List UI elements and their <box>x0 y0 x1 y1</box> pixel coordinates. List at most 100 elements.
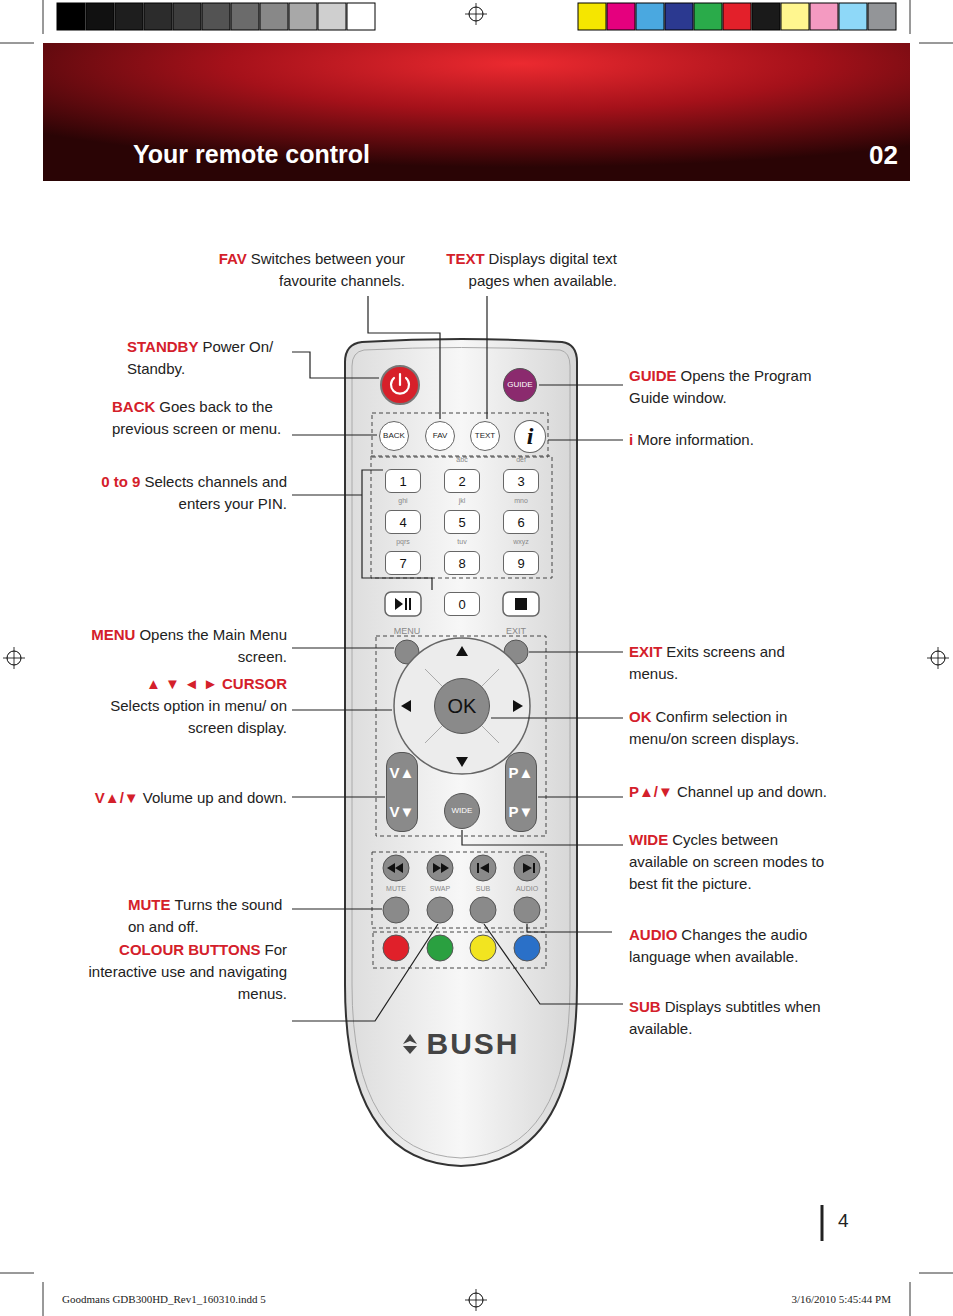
media-button <box>503 592 539 616</box>
button-label: i <box>527 423 534 450</box>
page-number: 4 <box>838 1211 849 1232</box>
button-label: 4 <box>399 516 406 529</box>
callout-description: Channel up and down. <box>677 783 827 800</box>
cursor-arrow <box>513 700 523 712</box>
button-group-box <box>373 932 546 968</box>
callout-keyword: 0 to 9 <box>101 473 140 490</box>
key-letters: ghi <box>398 497 407 505</box>
button-label: V▼ <box>390 804 415 819</box>
remote-button: 1 <box>385 469 421 493</box>
leader-line <box>484 924 623 1004</box>
crop-mark <box>910 1282 911 1316</box>
callout-keyword: STANDBY <box>127 338 198 355</box>
colour-button <box>383 935 409 961</box>
callout-description: Selects channels and enters your PIN. <box>144 473 287 512</box>
crop-mark <box>919 1273 953 1274</box>
button-label: TEXT <box>475 432 495 440</box>
button-group-box <box>372 852 546 928</box>
calibration-swatch <box>144 3 172 30</box>
remote-button: i <box>514 420 546 453</box>
callout: MENUOpens the Main Menu screen. <box>88 624 287 668</box>
button-label: BACK <box>383 432 405 440</box>
button-caption: EXIT <box>506 627 526 637</box>
remote-button: V▲V▼ <box>386 752 418 832</box>
leader-line <box>292 709 392 710</box>
callout: MUTETurns the sound on and off. <box>128 894 290 938</box>
calibration-swatch <box>202 3 230 30</box>
leader-line <box>292 796 385 797</box>
transport-button <box>383 855 409 881</box>
leader-line <box>529 651 623 652</box>
callout: TEXTDisplays digital text pages when ava… <box>424 248 617 292</box>
cursor-arrow <box>456 646 468 656</box>
callout: EXITExits screens and menus. <box>629 641 834 685</box>
button-group-box <box>372 413 548 457</box>
leader-line <box>538 796 623 797</box>
callout: iMore information. <box>629 429 834 451</box>
callout-keyword: FAV <box>219 250 247 267</box>
remote-button: 5 <box>444 510 480 534</box>
callout: FAVSwitches between your favourite chann… <box>212 248 405 292</box>
page-bar <box>821 1205 824 1241</box>
remote-button: FAV <box>425 421 455 451</box>
crop-mark <box>919 43 953 44</box>
calibration-swatch <box>665 3 693 30</box>
calibration-swatch <box>636 3 664 30</box>
media-button <box>385 592 421 616</box>
remote-button: OK <box>434 678 490 734</box>
play-pause-icon <box>395 598 411 610</box>
callout: P▲/▼Channel up and down. <box>629 781 834 803</box>
crop-mark <box>0 43 34 44</box>
remote-button: 9 <box>503 551 539 575</box>
calibration-swatch <box>86 3 114 30</box>
crop-mark <box>0 1273 34 1274</box>
remote-button: 7 <box>385 551 421 575</box>
callout: V▲/▼Volume up and down. <box>88 787 287 809</box>
slug-text: 3/16/2010 5:45:44 PM <box>791 1293 891 1305</box>
button-label: 2 <box>458 475 465 488</box>
button-caption: MENU <box>394 627 421 637</box>
calibration-swatch <box>752 3 780 30</box>
callout-keyword: WIDE <box>629 831 668 848</box>
button-label: 6 <box>517 516 524 529</box>
leader-line <box>548 439 623 440</box>
callout-keyword: V▲/▼ <box>95 789 139 806</box>
button-caption: MUTE <box>386 885 406 893</box>
remote-body-inner <box>352 348 570 1159</box>
callout: WIDECycles between available on screen m… <box>629 829 834 895</box>
calibration-swatch <box>810 3 838 30</box>
registration-line <box>14 647 15 669</box>
brand-mark <box>403 1034 417 1054</box>
button-label: 0 <box>458 598 465 611</box>
transport-button <box>514 855 540 881</box>
button-group-box <box>376 636 546 836</box>
brand-logo: BUSH <box>426 1027 519 1060</box>
button-label: FAV <box>433 432 448 440</box>
button-label: 3 <box>517 475 524 488</box>
leader-line <box>368 296 440 419</box>
remote-button: 8 <box>444 551 480 575</box>
callout: BACKGoes back to the previous screen or … <box>112 396 288 440</box>
callout: ▲ ▼ ◄ ► CURSORSelects option in menu/ on… <box>88 673 287 739</box>
button-label: 1 <box>399 475 406 488</box>
key-letters: pqrs <box>396 538 410 546</box>
calibration-swatch <box>347 3 375 30</box>
calibration-swatch <box>781 3 809 30</box>
callout-description: Displays digital text pages when availab… <box>469 250 617 289</box>
button-caption: SWAP <box>430 885 450 893</box>
button-label: P▲ <box>509 765 534 780</box>
calibration-swatch <box>318 3 346 30</box>
colour-button <box>427 935 453 961</box>
remote-button: P▲P▼ <box>505 752 537 832</box>
calibration-swatch <box>57 3 85 30</box>
callout: 0 to 9Selects channels and enters your P… <box>88 471 287 515</box>
colour-button <box>514 935 540 961</box>
registration-mark <box>927 647 949 669</box>
callout-keyword: P▲/▼ <box>629 783 673 800</box>
section-number: 02 <box>869 141 898 170</box>
remote-button: 4 <box>385 510 421 534</box>
button-label: 5 <box>458 516 465 529</box>
